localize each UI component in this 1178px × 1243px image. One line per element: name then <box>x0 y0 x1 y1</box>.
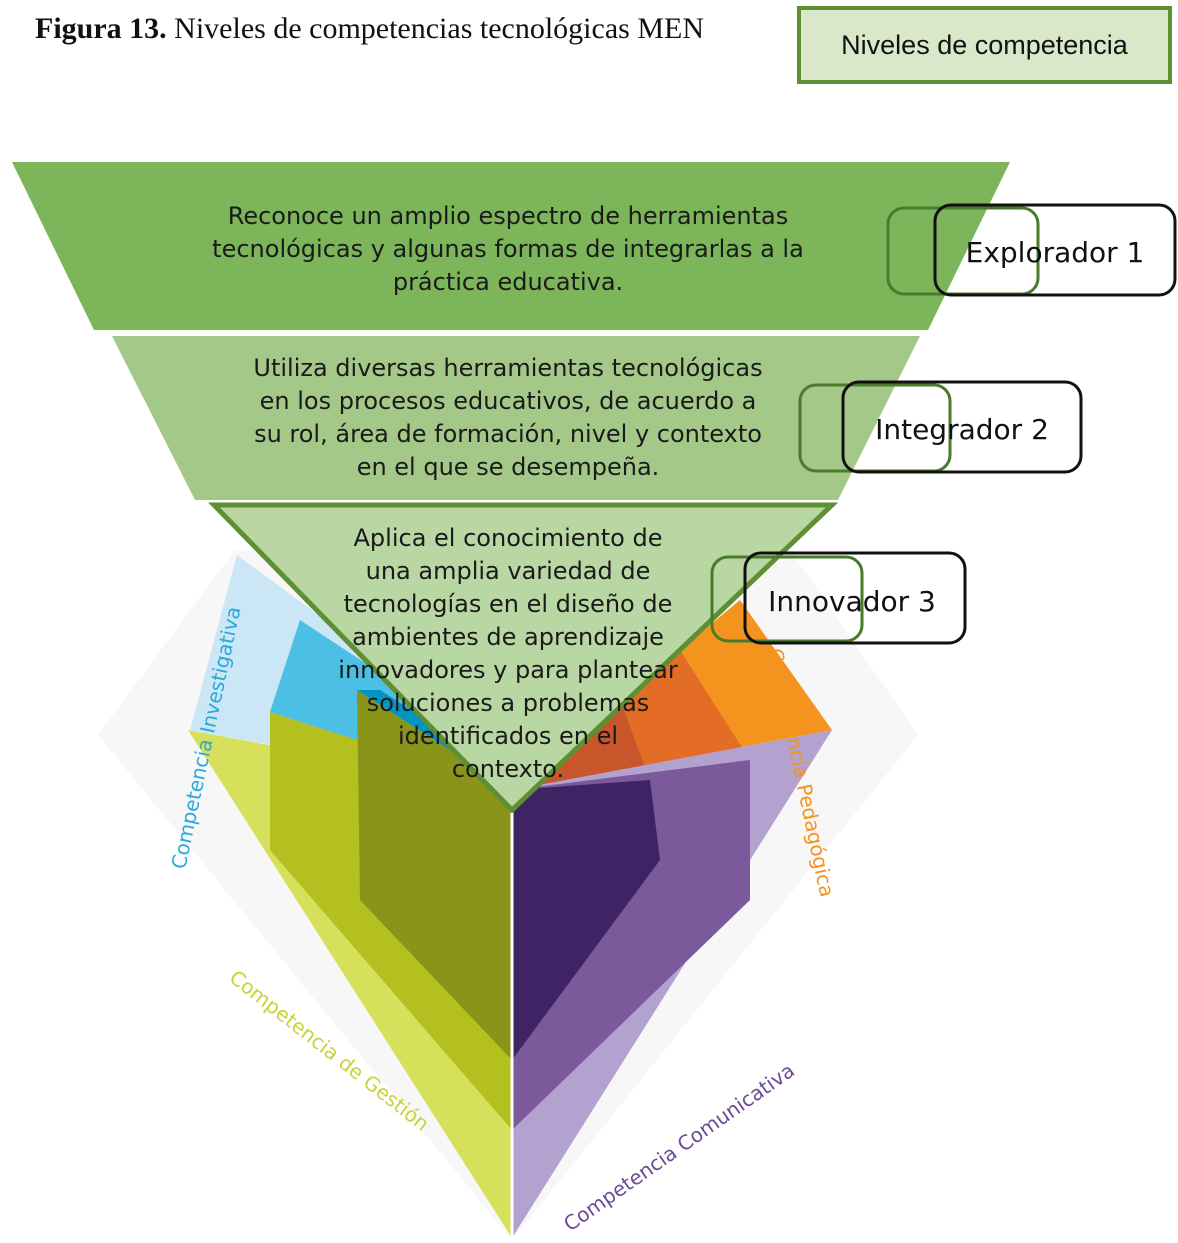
level-1-callout: Explorador 1 <box>886 203 1177 297</box>
level-3-description-line: ambientes de aprendizaje <box>352 623 664 651</box>
level-2-description: Utiliza diversas herramientas tecnológic… <box>253 354 762 481</box>
gestion-band-inner <box>357 690 512 1060</box>
level-3-name: Innovador 3 <box>768 585 936 618</box>
level-2-callout: Integrador 2 <box>798 380 1083 474</box>
level-3-description-line: identificados en el <box>398 722 618 750</box>
level-3-band <box>208 502 839 814</box>
level-3-description-line: Aplica el conocimiento de <box>354 524 663 552</box>
level-1-description: Reconoce un amplio espectro de herramien… <box>212 202 804 296</box>
level-1-name: Explorador 1 <box>966 236 1145 269</box>
legend-box: Niveles de competencia <box>797 6 1172 84</box>
level-1-description-line: tecnológicas y algunas formas de integra… <box>212 235 804 263</box>
level-1-description-line: práctica educativa. <box>393 268 623 296</box>
level-2-description-line: su rol, área de formación, nivel y conte… <box>254 420 762 448</box>
level-2-band <box>112 336 920 500</box>
figure-caption: Figura 13. Niveles de competencias tecno… <box>35 12 704 46</box>
level-1-description-line: Reconoce un amplio espectro de herramien… <box>228 202 789 230</box>
level-1-band <box>12 162 1010 330</box>
level-3-description-line: soluciones a problemas <box>367 689 650 717</box>
level-3-callout: Innovador 3 <box>710 551 967 645</box>
level-2-description-line: Utiliza diversas herramientas tecnológic… <box>253 354 762 382</box>
level-3-description: Aplica el conocimiento de una amplia vari… <box>338 524 678 783</box>
level-2-name: Integrador 2 <box>875 413 1049 446</box>
legend-label: Niveles de competencia <box>841 29 1128 60</box>
level-2-description-line: en los procesos educativos, de acuerdo a <box>260 387 757 415</box>
level-3-description-line: innovadores y para plantear <box>338 656 678 684</box>
level-2-description-line: en el que se desempeña. <box>357 453 660 481</box>
level-3-description-line: tecnologías en el diseño de <box>344 590 673 618</box>
figure-number: Figura 13. <box>35 12 167 45</box>
figure-title: Niveles de competencias tecnológicas MEN <box>166 12 704 45</box>
comunicativa-band-inner <box>512 780 660 1060</box>
level-3-description-line: contexto. <box>452 755 564 783</box>
level-3-description-line: una amplia variedad de <box>366 557 651 585</box>
